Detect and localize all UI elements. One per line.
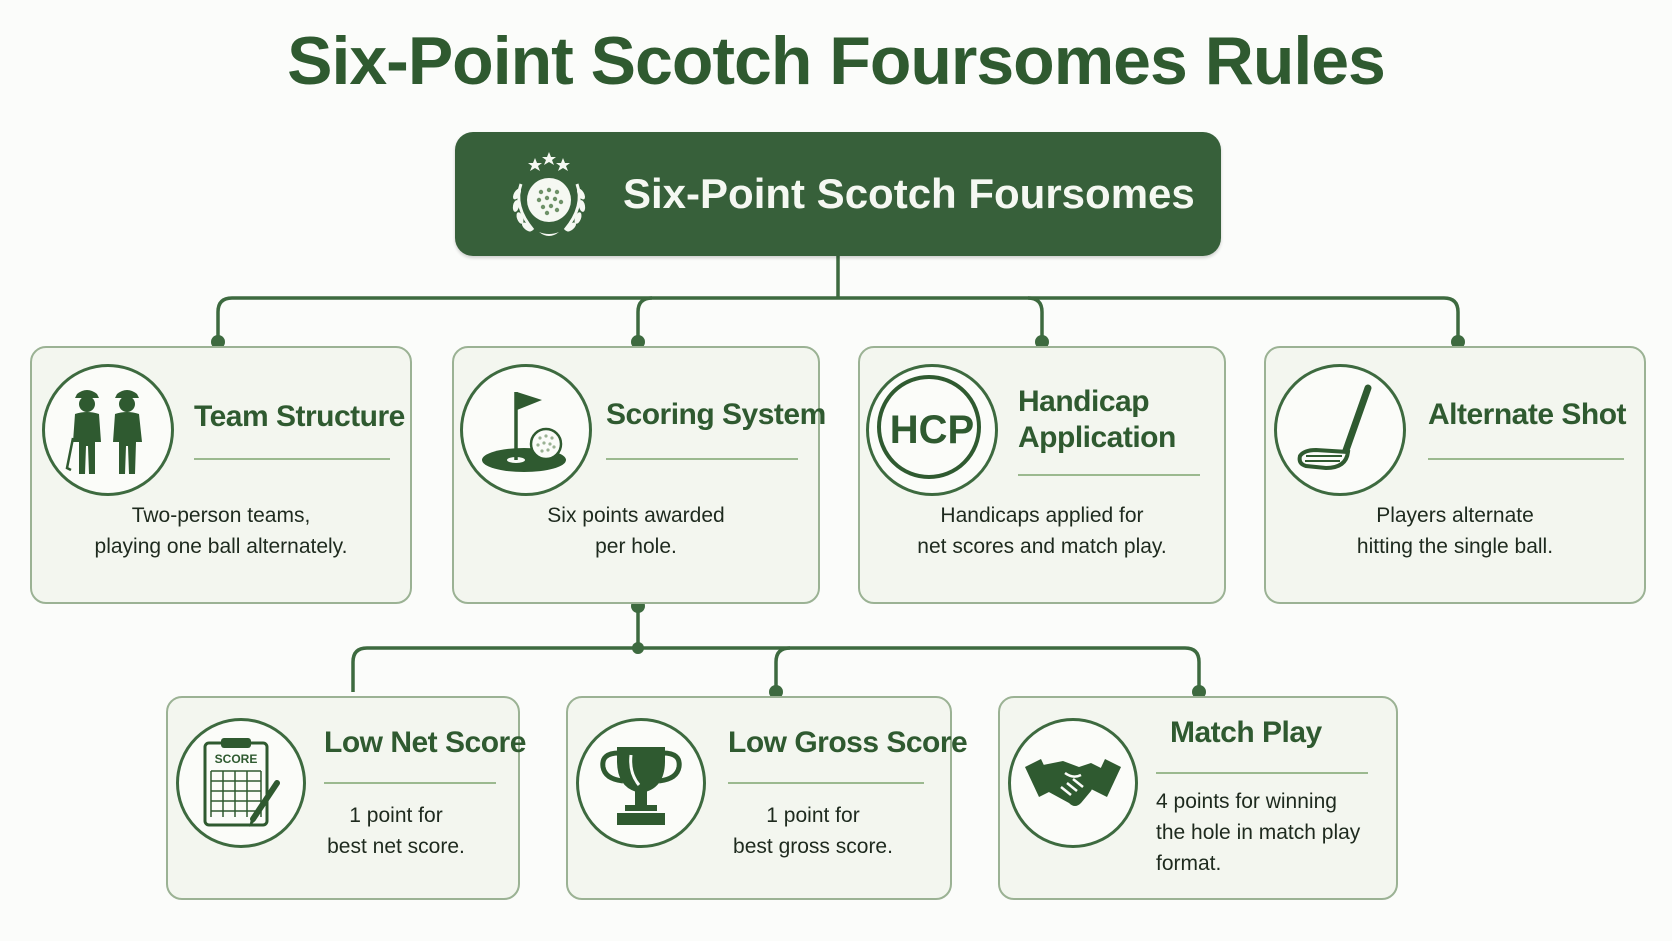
divider bbox=[194, 458, 390, 460]
icon-circle bbox=[42, 364, 174, 496]
desc-line: best gross score. bbox=[733, 835, 893, 858]
icon-circle bbox=[1274, 364, 1406, 496]
card-description: Players alternate hitting the single bal… bbox=[1266, 500, 1644, 562]
root-label: Six-Point Scotch Foursomes bbox=[623, 170, 1195, 217]
handshake-icon bbox=[1025, 759, 1121, 806]
icon-circle bbox=[1008, 718, 1138, 848]
handicap-application-card: HCP Handicap Application Handicaps appli… bbox=[858, 346, 1226, 604]
card-title: Handicap Application bbox=[1018, 384, 1176, 456]
desc-line: playing one ball alternately. bbox=[94, 535, 348, 558]
two-golfers-icon bbox=[65, 390, 142, 474]
team-structure-card: Team Structure Two-person teams, playing… bbox=[30, 346, 412, 604]
card-description: 1 point for best net score. bbox=[298, 800, 494, 862]
trophy-icon bbox=[600, 747, 682, 825]
card-title: Match Play bbox=[1170, 716, 1322, 749]
desc-line: Players alternate bbox=[1376, 504, 1534, 527]
divider bbox=[324, 782, 496, 784]
title-line: Handicap bbox=[1018, 385, 1150, 418]
low-net-score-card: SCORE Low Net Score 1 point for best net… bbox=[166, 696, 526, 900]
divider bbox=[1428, 458, 1624, 460]
low-gross-score-card: Low Gross Score 1 point for best gross s… bbox=[566, 696, 968, 900]
card-description: 1 point for best gross score. bbox=[708, 800, 918, 862]
divider bbox=[728, 782, 924, 784]
title-line: Application bbox=[1018, 421, 1176, 454]
root-node: Six-Point Scotch Foursomes bbox=[455, 132, 1221, 256]
icon-circle bbox=[576, 718, 706, 848]
desc-line: format. bbox=[1156, 852, 1222, 875]
scorecard-text: SCORE bbox=[215, 752, 258, 766]
hcp-icon-text: HCP bbox=[889, 407, 975, 452]
card-title: Alternate Shot bbox=[1428, 398, 1627, 431]
card-description: Six points awarded per hole. bbox=[454, 500, 818, 562]
icon-circle bbox=[460, 364, 592, 496]
card-title: Low Net Score bbox=[324, 726, 526, 759]
golf-club-icon bbox=[1297, 384, 1372, 471]
divider bbox=[1156, 772, 1368, 774]
card-title: Low Gross Score bbox=[728, 726, 968, 759]
card-title: Team Structure bbox=[194, 400, 405, 433]
desc-line: net scores and match play. bbox=[917, 535, 1167, 558]
hcp-icon: HCP bbox=[866, 364, 998, 496]
card-title: Scoring System bbox=[606, 398, 826, 431]
golf-ball-laurel-icon bbox=[499, 144, 599, 244]
match-play-card: Match Play 4 points for winning the hole… bbox=[998, 696, 1398, 900]
card-description: Handicaps applied for net scores and mat… bbox=[860, 500, 1224, 562]
card-description: Two-person teams, playing one ball alter… bbox=[32, 500, 410, 562]
desc-line: per hole. bbox=[595, 535, 677, 558]
desc-line: the hole in match play bbox=[1156, 821, 1361, 844]
flag-and-ball-icon bbox=[482, 392, 566, 472]
desc-line: Two-person teams, bbox=[131, 504, 311, 527]
icon-circle: SCORE bbox=[176, 718, 306, 848]
divider bbox=[606, 458, 798, 460]
desc-line: 4 points for winning bbox=[1156, 790, 1337, 813]
desc-line: 1 point for bbox=[766, 804, 860, 827]
page-title: Six-Point Scotch Foursomes Rules bbox=[287, 23, 1386, 99]
scoring-system-card: Scoring System Six points awarded per ho… bbox=[452, 346, 826, 604]
desc-line: Six points awarded bbox=[547, 504, 725, 527]
alternate-shot-card: Alternate Shot Players alternate hitting… bbox=[1264, 346, 1646, 604]
divider bbox=[1018, 474, 1200, 476]
scorecard-icon: SCORE bbox=[203, 738, 280, 827]
desc-line: 1 point for bbox=[349, 804, 443, 827]
desc-line: hitting the single ball. bbox=[1356, 535, 1554, 558]
desc-line: Handicaps applied for bbox=[940, 504, 1144, 527]
card-description: 4 points for winning the hole in match p… bbox=[1156, 786, 1386, 879]
desc-line: best net score. bbox=[327, 835, 465, 858]
